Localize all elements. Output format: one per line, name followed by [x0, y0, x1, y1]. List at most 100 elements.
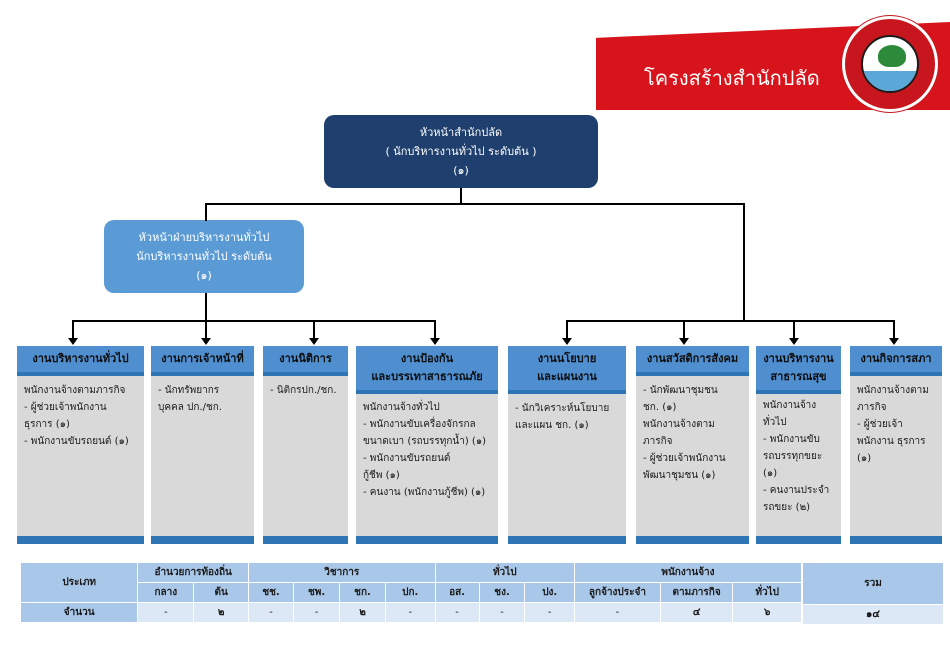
- value-cell: -: [573, 602, 661, 623]
- subheader-cell: ชพ.: [293, 582, 341, 603]
- staff-line: (๑): [763, 468, 778, 479]
- seal-emblem: [861, 35, 919, 93]
- subheader-cell: ปก.: [384, 582, 436, 603]
- staff-line: กู้ชีพ (๑): [363, 470, 400, 481]
- connector-line: [893, 320, 895, 338]
- connector-line: [205, 320, 207, 338]
- connector-line: [793, 320, 795, 338]
- table-row: จำนวน - ๒ - - ๒ - - - - - ๔ ๖: [19, 602, 802, 623]
- division-title-line: งานสวัสดิการสังคม: [646, 352, 739, 365]
- division-staff-list: พนักงานจ้างทั่วไป - พนักงานขับเครื่องจัก…: [356, 394, 498, 501]
- division-title-line: สาธารณสุข: [770, 370, 827, 383]
- subheader-cell: ตามภารกิจ: [659, 582, 734, 603]
- division-title-line: และแผนงาน: [537, 370, 597, 383]
- division-social-welfare: งานสวัสดิการสังคม - นักพัฒนาชุมชน ชก. (๑…: [636, 346, 749, 544]
- sub-node-title: หัวหน้าฝ่ายบริหารงานทั่วไป: [138, 231, 270, 244]
- division-title-line: งานการเจ้าหน้าที่: [161, 352, 244, 365]
- staff-line: พนักงาน ธุรการ: [857, 436, 926, 447]
- division-staff-list: - นักทรัพยากร บุคคล ปก./ชก.: [151, 376, 254, 416]
- division-title-line: งานบริหารงาน: [763, 352, 834, 365]
- group-local-admin: อำนวยการท้องถิ่น: [137, 562, 249, 583]
- division-general-admin: งานบริหารงานทั่วไป พนักงานจ้างตามภารกิจ …: [17, 346, 144, 544]
- group-employees: พนักงานจ้าง: [573, 562, 803, 583]
- total-label: รวม: [802, 562, 944, 605]
- head-node-position: ( นักบริหารงานทั่วไป ระดับต้น ): [385, 145, 537, 158]
- connector-line: [313, 320, 315, 338]
- staff-line: - ผู้ช่วยเจ้าพนักงาน: [24, 402, 107, 413]
- division-title: งานนิติการ: [263, 346, 348, 372]
- connector-line: [205, 293, 207, 321]
- staff-line: พนักงานจ้างตาม: [857, 385, 929, 396]
- division-title: งานป้องกัน และบรรเทาสาธารณภัย: [356, 346, 498, 390]
- connector-line: [460, 188, 462, 204]
- arrow-icon: [309, 338, 319, 345]
- division-footer-bar: [850, 536, 942, 544]
- tree-icon: [878, 45, 906, 67]
- division-staff-list: พนักงานจ้างตาม ภารกิจ - ผู้ช่วยเจ้า พนัก…: [850, 376, 942, 467]
- staff-line: รถบรรทุกขยะ: [763, 451, 823, 462]
- connector-line: [566, 320, 568, 338]
- arrow-icon: [679, 338, 689, 345]
- staff-line: พนักงานจ้างตาม: [643, 419, 715, 430]
- staff-line: - นิติกรปก./ชก.: [270, 385, 337, 396]
- division-staff-list: พนักงานจ้าง ทั่วไป - พนักงานขับ รถบรรทุก…: [756, 394, 841, 516]
- subheader-cell: ชง.: [478, 582, 526, 603]
- head-node-title: หัวหน้าสำนักปลัด: [419, 126, 503, 139]
- division-title: งานบริหารงาน สาธารณสุข: [756, 346, 841, 390]
- sub-node-position: นักบริหารงานทั่วไป ระดับต้น: [136, 250, 272, 263]
- connector-line: [743, 203, 745, 321]
- staff-line: - พนักงานขับรถยนต์ (๑): [24, 436, 129, 447]
- staff-line: (๑): [857, 453, 872, 464]
- division-personnel: งานการเจ้าหน้าที่ - นักทรัพยากร บุคคล ปก…: [151, 346, 254, 544]
- connector-line: [205, 203, 207, 221]
- total-value: ๑๔: [802, 604, 944, 625]
- division-title-underline: [17, 372, 144, 376]
- connector-line: [434, 320, 436, 338]
- connector-line: [205, 203, 745, 205]
- division-policy-planning: งานนโยบาย และแผนงาน - นักวิเคราะห์นโยบาย…: [508, 346, 626, 544]
- division-title-line: งานนโยบาย: [537, 352, 597, 365]
- division-title-underline: [756, 390, 841, 394]
- division-footer-bar: [756, 536, 841, 544]
- table-header-row: ประเภท อำนวยการท้องถิ่น วิชาการ ทั่วไป พ…: [19, 562, 803, 603]
- value-cell: ๒: [339, 602, 386, 623]
- page-title: โครงสร้างสำนักปลัด: [644, 66, 820, 90]
- head-node-count: (๑): [453, 164, 469, 177]
- arrow-icon: [68, 338, 78, 345]
- subheader-cell: ทั่วไป: [732, 582, 802, 603]
- type-label: ประเภท: [19, 562, 139, 603]
- division-staff-list: พนักงานจ้างตามภารกิจ - ผู้ช่วยเจ้าพนักงา…: [17, 376, 144, 450]
- division-title: งานบริหารงานทั่วไป: [17, 346, 144, 372]
- division-council-affairs: งานกิจการสภา พนักงานจ้างตาม ภารกิจ - ผู้…: [850, 346, 942, 544]
- staff-line: ทั่วไป: [763, 417, 787, 428]
- division-footer-bar: [263, 536, 348, 544]
- staff-line: พนักงานจ้างตามภารกิจ: [24, 385, 126, 396]
- subheader-cell: กลาง: [137, 582, 195, 603]
- value-cell: -: [524, 602, 575, 623]
- division-public-health: งานบริหารงาน สาธารณสุข พนักงานจ้าง ทั่วไ…: [756, 346, 841, 544]
- total-table: รวม ๑๔: [802, 562, 944, 625]
- staff-line: - นักวิเคราะห์นโยบาย: [515, 403, 610, 414]
- staff-line: พัฒนาชุมชน (๑): [643, 470, 716, 481]
- division-title: งานการเจ้าหน้าที่: [151, 346, 254, 372]
- subheader-cell: ต้น: [193, 582, 249, 603]
- arrow-icon: [430, 338, 440, 345]
- division-title-line: งานกิจการสภา: [860, 352, 932, 365]
- sub-node-count: (๑): [196, 269, 212, 282]
- staff-line: ภารกิจ: [857, 402, 887, 413]
- connector-line: [566, 320, 895, 322]
- arrow-icon: [562, 338, 572, 345]
- division-footer-bar: [508, 536, 626, 544]
- arrow-icon: [201, 338, 211, 345]
- staff-line: - นักพัฒนาชุมชน: [643, 385, 718, 396]
- staff-line: ขนาดเบา (รถบรรทุกน้ำ) (๑): [363, 436, 487, 447]
- value-cell: -: [247, 602, 295, 623]
- staff-line: ธุรการ (๑): [24, 419, 70, 430]
- division-title: งานนโยบาย และแผนงาน: [508, 346, 626, 390]
- group-academic: วิชาการ: [247, 562, 436, 583]
- value-cell: -: [434, 602, 480, 623]
- staff-count-table: ประเภท อำนวยการท้องถิ่น วิชาการ ทั่วไป พ…: [19, 562, 803, 623]
- division-title-line: และบรรเทาสาธารณภัย: [371, 370, 483, 383]
- staff-line: พนักงานจ้าง: [763, 400, 817, 411]
- connector-line: [72, 320, 74, 338]
